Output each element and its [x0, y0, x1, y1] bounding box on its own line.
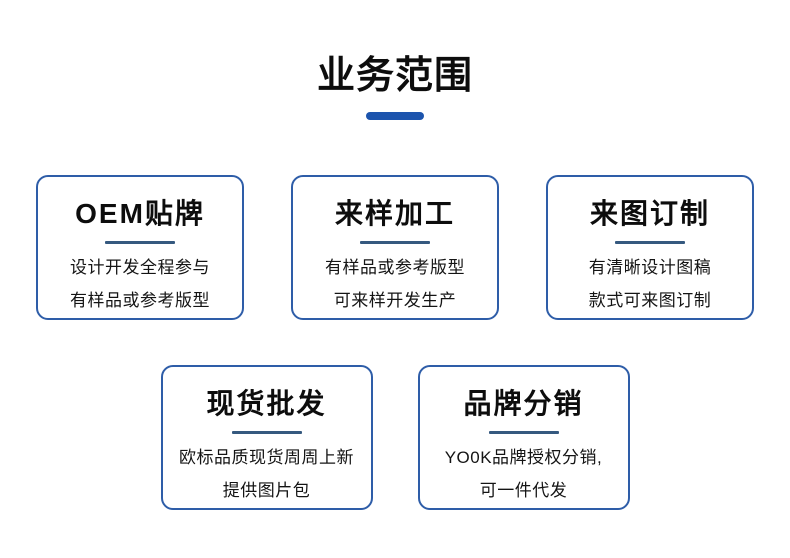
card-title-underline: [105, 241, 175, 244]
card-oem: OEM贴牌 设计开发全程参与 有样品或参考版型: [36, 175, 244, 320]
card-custom-from-drawing: 来图订制 有清晰设计图稿 款式可来图订制: [546, 175, 754, 320]
title-divider-bar: [366, 112, 424, 120]
card-description-line: 有样品或参考版型: [325, 258, 465, 277]
card-description-line: 欧标品质现货周周上新: [179, 448, 354, 467]
card-row-bottom: 现货批发 欧标品质现货周周上新 提供图片包 品牌分销 YO0K品牌授权分销, 可…: [0, 365, 790, 510]
card-title-underline: [231, 431, 302, 434]
card-title: 来图订制: [589, 198, 710, 229]
card-description-line: 可来样开发生产: [333, 291, 457, 310]
page-title: 业务范围: [316, 55, 473, 97]
card-description-line: 款式可来图订制: [588, 291, 712, 310]
card-title-underline: [615, 241, 685, 244]
card-description-line: 提供图片包: [222, 481, 311, 500]
card-title-underline: [488, 431, 559, 434]
card-title: OEM贴牌: [75, 198, 205, 229]
card-description-line: 设计开发全程参与: [70, 258, 210, 277]
card-description-line: 可一件代发: [479, 481, 568, 500]
card-wholesale: 现货批发 欧标品质现货周周上新 提供图片包: [160, 365, 373, 510]
card-row-top: OEM贴牌 设计开发全程参与 有样品或参考版型 来样加工 有样品或参考版型 可来…: [0, 175, 790, 320]
card-title: 现货批发: [206, 388, 327, 419]
card-description-line: 有清晰设计图稿: [588, 258, 712, 277]
card-description-line: YO0K品牌授权分销,: [444, 448, 603, 467]
card-title-underline: [360, 241, 430, 244]
card-title: 来样加工: [334, 198, 455, 229]
card-brand-distribution: 品牌分销 YO0K品牌授权分销, 可一件代发: [417, 365, 630, 510]
card-title: 品牌分销: [463, 388, 584, 419]
card-sample-processing: 来样加工 有样品或参考版型 可来样开发生产: [291, 175, 499, 320]
card-description-line: 有样品或参考版型: [70, 291, 210, 310]
